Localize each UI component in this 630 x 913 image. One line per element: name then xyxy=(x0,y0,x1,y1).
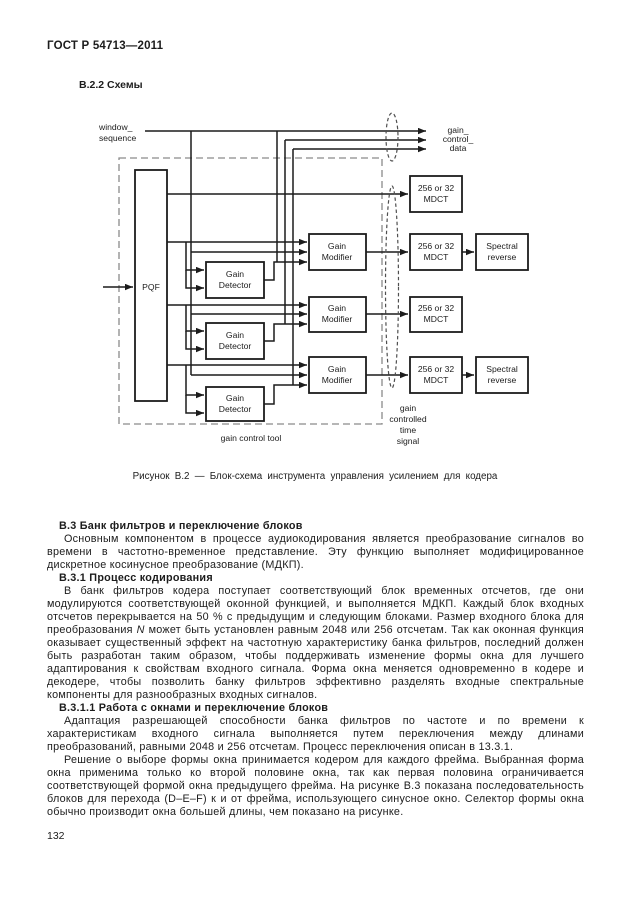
mdct-block-3: 256 or 32 MDCT xyxy=(409,296,463,333)
gain-modifier-label: Modifier xyxy=(322,252,353,262)
connectors xyxy=(103,127,474,417)
connector-line xyxy=(264,320,307,342)
bus-ellipse-main xyxy=(384,185,400,389)
spectral-reverse-label: reverse xyxy=(488,252,517,262)
connector-line xyxy=(185,365,204,399)
spectral-reverse-block-2: Spectral reverse xyxy=(475,356,529,394)
spectral-reverse-label: reverse xyxy=(488,375,517,385)
connector-line xyxy=(185,305,204,335)
mdct-block-1: 256 or 32 MDCT xyxy=(409,175,463,213)
window-sequence-label: window_ xyxy=(98,122,133,132)
gain-modifier-block-2: Gain Modifier xyxy=(308,296,367,333)
gain-detector-label: Gain xyxy=(226,330,244,340)
mdct-block-4: 256 or 32 MDCT xyxy=(409,356,463,394)
mdct-box xyxy=(409,296,463,333)
spectral-reverse-box xyxy=(475,356,529,394)
spectral-reverse-label: Spectral xyxy=(486,364,518,374)
figure-b2-diagram: PQF Gain Detector Gain Detector Gain Det… xyxy=(98,112,529,446)
mdct-label: 256 or 32 xyxy=(418,183,455,193)
document-body: В.3 Банк фильтров и переключение блоков … xyxy=(47,520,584,819)
figure-caption: Рисунок В.2 — Блок-схема инструмента упр… xyxy=(132,471,498,482)
gain-detector-label: Gain xyxy=(226,269,244,279)
variable-n: N xyxy=(136,624,145,636)
pqf-label: PQF xyxy=(142,282,160,292)
gain-detector-label: Gain xyxy=(226,393,244,403)
mdct-block-2: 256 or 32 MDCT xyxy=(409,233,463,271)
heading-b31: В.3.1 Процесс кодирования xyxy=(59,572,213,584)
gain-detector-box xyxy=(205,322,265,360)
mdct-box xyxy=(409,233,463,271)
mdct-box xyxy=(409,175,463,213)
gain-controlled-time-signal-label: signal xyxy=(397,436,420,446)
paragraph-b311-1: Адаптация разрешающей способности банка … xyxy=(47,715,584,753)
heading-b3: В.3 Банк фильтров и переключение блоков xyxy=(59,520,303,532)
connector-line xyxy=(264,381,307,405)
bus-ellipse-top xyxy=(385,112,399,162)
pqf-box xyxy=(134,169,168,402)
page-number: 132 xyxy=(47,830,65,842)
gain-controlled-time-signal-label: controlled xyxy=(389,414,426,424)
spectral-reverse-block-1: Spectral reverse xyxy=(475,233,529,271)
connector-line xyxy=(185,331,204,353)
gain-modifier-block-1: Gain Modifier xyxy=(308,233,367,271)
gain-detector-label: Detector xyxy=(219,280,252,290)
gain-controlled-time-signal-label: time xyxy=(400,425,416,435)
section-title: В.2.2 Схемы xyxy=(79,79,143,91)
mdct-label: MDCT xyxy=(424,194,450,204)
diagram-labels: window_ sequence gain_ control_ data gai… xyxy=(98,122,474,446)
gain-modifier-label: Modifier xyxy=(322,314,353,324)
window-sequence-label: sequence xyxy=(99,133,136,143)
paragraph-b3: Основным компонентом в процессе аудиокод… xyxy=(47,533,584,571)
heading-b311: В.3.1.1 Работа с окнами и переключение б… xyxy=(59,702,329,714)
gain-modifier-box xyxy=(308,356,367,394)
connector-line xyxy=(185,270,204,292)
paragraph-b31-text: В банк фильтров кодера поступает соответ… xyxy=(47,585,584,636)
gain-control-data-label: gain_ xyxy=(447,125,468,135)
gain-modifier-box xyxy=(308,296,367,333)
mdct-label: MDCT xyxy=(424,375,450,385)
gain-modifier-label: Modifier xyxy=(322,375,353,385)
spectral-reverse-box xyxy=(475,233,529,271)
gain-modifier-label: Gain xyxy=(328,303,346,313)
gain-detector-box xyxy=(205,261,265,299)
connector-line xyxy=(185,242,204,274)
connector-line xyxy=(185,395,204,417)
connector-line xyxy=(264,258,307,281)
paragraph-b311-2: Решение о выборе формы окна принимается … xyxy=(47,754,584,818)
gain-control-tool-label: gain control tool xyxy=(221,433,282,443)
gain-modifier-box xyxy=(308,233,367,271)
gain-control-data-label: control_ xyxy=(443,134,474,144)
gain-control-tool-boundary xyxy=(118,157,383,425)
mdct-label: MDCT xyxy=(424,252,450,262)
gain-detector-box xyxy=(205,386,265,422)
gain-modifier-block-3: Gain Modifier xyxy=(308,356,367,394)
spectral-reverse-label: Spectral xyxy=(486,241,518,251)
mdct-label: 256 or 32 xyxy=(418,303,455,313)
gain-controlled-time-signal-label: gain xyxy=(400,403,416,413)
document-header: ГОСТ Р 54713—2011 xyxy=(47,40,164,52)
gain-detector-block-1: Gain Detector xyxy=(205,261,265,299)
mdct-label: 256 or 32 xyxy=(418,364,455,374)
pqf-block: PQF xyxy=(134,169,168,402)
paragraph-b31: В банк фильтров кодера поступает соответ… xyxy=(47,585,584,702)
mdct-label: MDCT xyxy=(424,314,450,324)
gain-control-data-label: data xyxy=(450,143,467,153)
gain-detector-block-3: Gain Detector xyxy=(205,386,265,422)
gain-detector-label: Detector xyxy=(219,341,252,351)
gain-modifier-label: Gain xyxy=(328,241,346,251)
paragraph-b31-text: может быть установлен равным 2048 или 25… xyxy=(47,624,584,701)
mdct-label: 256 or 32 xyxy=(418,241,455,251)
gain-detector-block-2: Gain Detector xyxy=(205,322,265,360)
mdct-box xyxy=(409,356,463,394)
gain-detector-label: Detector xyxy=(219,404,252,414)
gain-modifier-label: Gain xyxy=(328,364,346,374)
